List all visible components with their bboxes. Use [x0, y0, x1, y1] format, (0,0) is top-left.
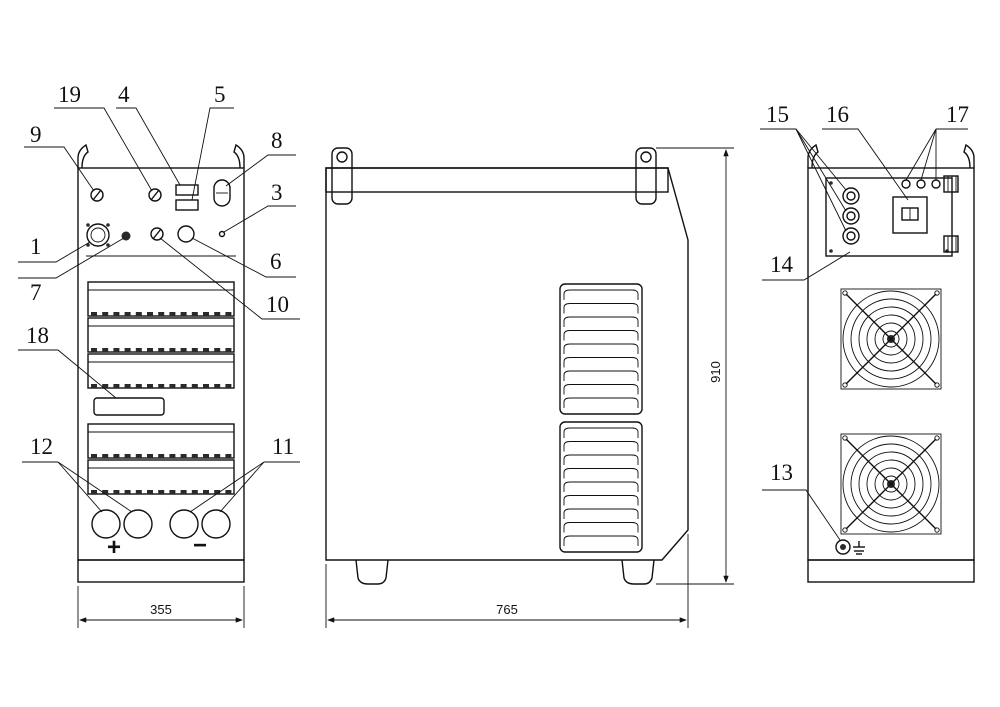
foot-right-icon — [621, 559, 655, 585]
callout-17: 17 — [946, 102, 969, 127]
heatsink-module-icon — [87, 459, 235, 495]
knob-9-icon — [90, 188, 104, 202]
callout-7: 7 — [30, 280, 42, 305]
knob-19-icon — [148, 188, 162, 202]
callout-19: 19 — [58, 82, 81, 107]
control-6-icon — [177, 225, 195, 243]
callout-3: 3 — [271, 180, 283, 205]
vent-lower — [559, 421, 643, 553]
callout-15: 15 — [766, 102, 789, 127]
led-3-icon — [218, 230, 226, 238]
sockets-17-icon — [901, 179, 941, 189]
callout-4: 4 — [118, 82, 130, 107]
cable-gland-bottom-icon — [943, 235, 959, 253]
vent-upper — [559, 283, 643, 415]
breaker-16-icon — [892, 196, 928, 234]
lift-eye-right-icon — [635, 147, 657, 205]
cable-gland-top-icon — [943, 175, 959, 193]
fan-lower-icon — [840, 433, 942, 535]
side-view: 910 765 — [325, 147, 734, 628]
dimension-depth: 765 — [496, 602, 518, 617]
callout-8: 8 — [271, 128, 283, 153]
terminal-minus-2-icon — [201, 509, 231, 539]
foot-left-icon — [355, 559, 389, 585]
heatsink-module-icon — [87, 317, 235, 353]
callout-14: 14 — [770, 252, 794, 277]
terminal-plus-1-icon — [91, 509, 121, 539]
heatsink-module-icon — [87, 353, 235, 389]
switch-5-icon — [175, 199, 199, 211]
callouts: 9 19 4 5 8 3 1 7 6 10 18 12 — [18, 82, 969, 541]
callout-10: 10 — [266, 292, 289, 317]
heatsink-module-icon — [87, 423, 235, 459]
dimension-height: 910 — [708, 361, 723, 383]
connector-1-icon — [86, 223, 110, 247]
terminal-plus-2-icon — [123, 509, 153, 539]
polarity-plus: + — [107, 534, 121, 561]
front-view: + − 355 — [77, 143, 245, 628]
callout-11: 11 — [272, 434, 294, 459]
connectors-15-icon — [842, 187, 860, 245]
callout-18: 18 — [26, 323, 49, 348]
module-18-icon — [93, 397, 165, 416]
panel-14-icon — [825, 177, 953, 257]
knob-10-icon — [150, 227, 164, 241]
rear-view — [807, 143, 975, 583]
fan-upper-icon — [840, 288, 942, 390]
indicator-8-icon — [213, 179, 231, 207]
callout-13: 13 — [770, 460, 793, 485]
module-stack — [87, 281, 235, 495]
callout-16: 16 — [826, 102, 849, 127]
ground-terminal-13-icon — [835, 539, 865, 555]
callout-6: 6 — [270, 249, 282, 274]
callout-1: 1 — [30, 234, 42, 259]
callout-9: 9 — [30, 122, 42, 147]
callout-12: 12 — [30, 434, 53, 459]
heatsink-module-icon — [87, 281, 235, 317]
terminal-minus-1-icon — [169, 509, 199, 539]
polarity-minus: − — [193, 532, 207, 559]
switch-4-icon — [175, 184, 199, 196]
callout-5: 5 — [214, 82, 226, 107]
lift-eye-left-icon — [331, 147, 353, 205]
dimension-width: 355 — [150, 602, 172, 617]
